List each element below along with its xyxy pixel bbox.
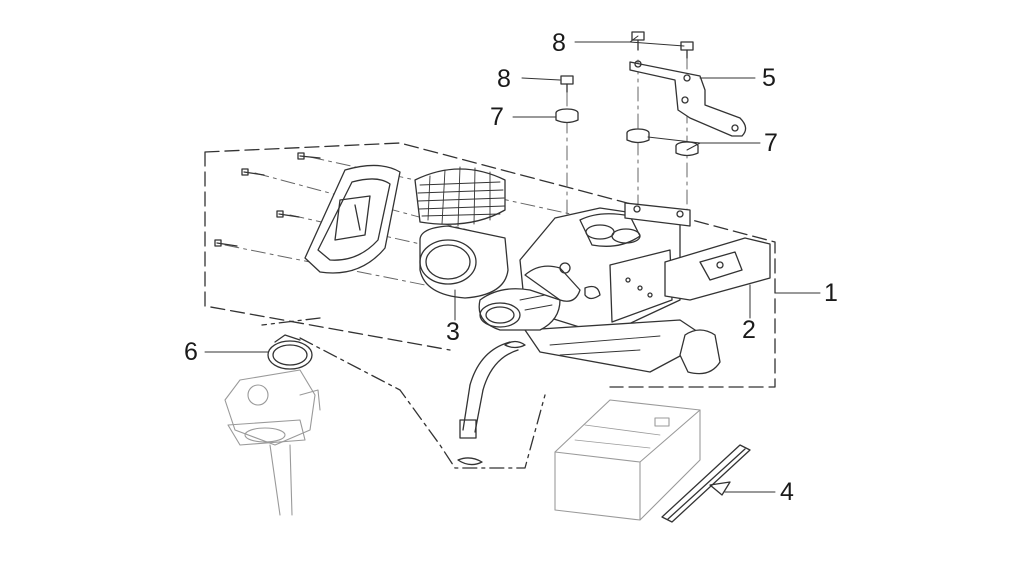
callout-4: 4 (780, 478, 794, 506)
battery-strap (662, 445, 750, 522)
mounting-bracket (630, 61, 746, 136)
callout-8-upper: 8 (552, 29, 566, 57)
cover-screws (215, 153, 320, 246)
callout-6: 6 (184, 338, 198, 366)
filter-element (415, 167, 508, 298)
drain-tube (458, 342, 525, 465)
filter-cover (305, 165, 400, 273)
intake-boot (479, 289, 560, 330)
callout-7-left: 7 (490, 103, 504, 131)
side-cover (665, 238, 770, 300)
callout-5: 5 (762, 64, 776, 92)
carburetor-ghost (225, 370, 320, 515)
callout-3: 3 (446, 318, 460, 346)
small-gasket (680, 330, 720, 374)
hose-clamp (268, 335, 312, 369)
bolts (561, 32, 693, 92)
grommets (556, 109, 698, 156)
leader-lines (205, 36, 820, 492)
tube-boundary-dashed (262, 318, 545, 468)
callout-1: 1 (824, 279, 838, 307)
assembly-boundary-dashed (205, 143, 775, 387)
battery-ghost (555, 400, 700, 520)
callout-2: 2 (742, 316, 756, 344)
callout-8-lower: 8 (497, 65, 511, 93)
callout-7-right: 7 (764, 129, 778, 157)
